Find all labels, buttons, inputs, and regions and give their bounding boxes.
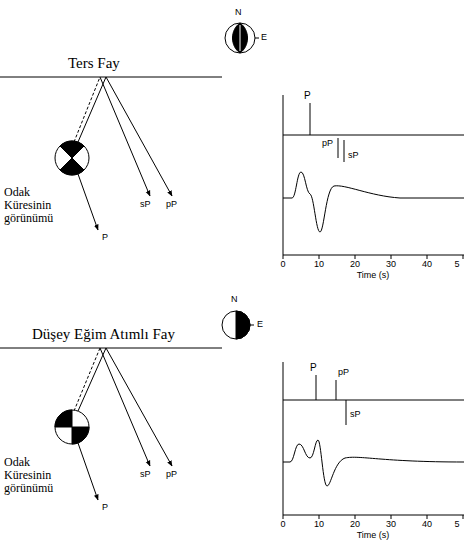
focal-sphere-quadrants [55, 410, 89, 444]
tick-label: 0 [280, 520, 285, 530]
tick-label: 10 [314, 260, 324, 270]
phase-label: pP [322, 139, 333, 149]
p-ray [78, 174, 98, 230]
waveform [283, 172, 464, 232]
compass-letter: E [257, 320, 263, 330]
phase-label: sP [348, 151, 359, 161]
waveform [283, 440, 464, 486]
beachball-plane [240, 25, 241, 51]
tick-label: 5 [454, 260, 459, 270]
phase-label: pP [338, 368, 349, 378]
compass-letter: N [231, 295, 238, 305]
axis [283, 515, 464, 516]
pp-ray [106, 348, 172, 466]
phase-label: P [310, 362, 317, 373]
compass-letter: N [235, 8, 242, 18]
tick [250, 325, 254, 326]
sphere-caption: Odak Küresinin görünümü [4, 456, 68, 496]
phase-tick [338, 138, 339, 158]
tick-label: 30 [386, 520, 396, 530]
tick-label: 10 [314, 520, 324, 530]
ray-label: pP [166, 470, 177, 480]
axis [283, 362, 284, 515]
phase-tick [310, 103, 311, 135]
axis-ticks [283, 255, 463, 259]
fault-title: Düşey Eğim Atımlı Fay [32, 326, 175, 343]
tick-label: 20 [350, 520, 360, 530]
upgoing-ray [74, 348, 100, 411]
phase-label: sP [350, 410, 361, 420]
axis-title: Time (s) [357, 531, 390, 541]
phase-tick [336, 380, 337, 400]
ray-label: P [102, 233, 108, 243]
ray-label: P [102, 503, 108, 513]
axis [283, 255, 464, 256]
sp-ray [100, 77, 150, 196]
phase-line [283, 400, 464, 401]
ray-label: sP [140, 200, 151, 210]
beachball [225, 23, 255, 53]
ground-surface [0, 348, 222, 349]
tick-label: 30 [386, 260, 396, 270]
tick-label: 0 [280, 260, 285, 270]
beachball [222, 311, 250, 339]
tick-label: 40 [422, 520, 432, 530]
beachball-fill [233, 23, 248, 53]
p-ray [78, 443, 98, 500]
axis-title: Time (s) [357, 271, 390, 281]
axis [283, 95, 284, 255]
ray-label: sP [140, 470, 151, 480]
focal-sphere [55, 141, 89, 175]
axis-ticks [283, 515, 463, 519]
focal-sphere-quadrants [60, 141, 84, 175]
upgoing-ray [74, 77, 100, 142]
focal-sphere [55, 410, 89, 444]
phase-tick [316, 375, 317, 400]
sphere-caption: Odak Küresinin görünümü [4, 186, 68, 226]
ray-label: pP [166, 200, 177, 210]
pp-ray [106, 77, 172, 196]
tick-label: 5 [454, 520, 459, 530]
tick-label: 20 [350, 260, 360, 270]
phase-label: P [304, 90, 311, 101]
phase-tick [346, 400, 347, 425]
phase-tick [344, 140, 345, 162]
tick [255, 38, 259, 39]
beachball-fill [236, 311, 250, 339]
compass-letter: E [261, 33, 267, 43]
fault-title: Ters Fay [68, 55, 120, 72]
upgoing-ray [78, 77, 106, 142]
tick-label: 40 [422, 260, 432, 270]
ground-surface [0, 77, 222, 78]
sp-ray [100, 348, 150, 466]
upgoing-ray [78, 348, 106, 411]
